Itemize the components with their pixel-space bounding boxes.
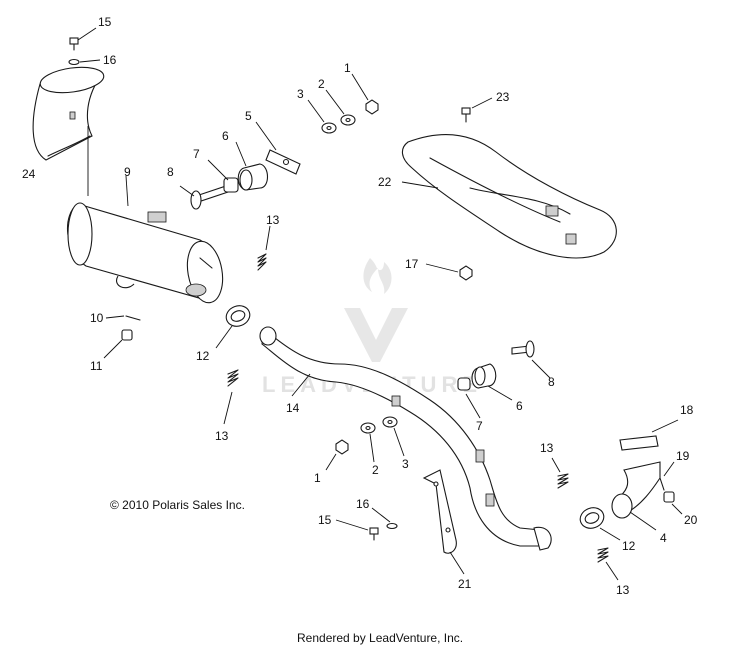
label-19: 19 (676, 449, 690, 463)
label-7-right: 7 (476, 419, 483, 433)
part-15-bolt-bottom (335, 519, 379, 541)
label-12-right: 12 (622, 539, 636, 553)
label-16-bottom: 16 (356, 497, 370, 511)
label-2-bottom: 2 (372, 463, 379, 477)
part-23-bolt (461, 97, 493, 123)
part-8-bolt-right (511, 340, 551, 379)
label-8: 8 (167, 165, 174, 179)
copyright-text: © 2010 Polaris Sales Inc. (110, 498, 245, 512)
part-3-washer-bottom (382, 416, 405, 457)
label-5: 5 (245, 109, 252, 123)
part-7-spacer-right (457, 377, 481, 419)
label-9: 9 (124, 165, 131, 179)
label-3-bottom: 3 (402, 457, 409, 471)
part-19-clip (659, 461, 675, 491)
part-3-washer-top (307, 99, 337, 134)
label-10: 10 (90, 311, 104, 325)
label-6: 6 (222, 129, 229, 143)
part-5-bracket (255, 121, 301, 175)
label-15-bottom: 15 (318, 513, 332, 527)
part-15-bolt-top (69, 27, 97, 51)
label-12-left: 12 (196, 349, 210, 363)
part-7-spacer-top (207, 159, 239, 193)
label-21: 21 (458, 577, 472, 591)
part-12-gasket-left (215, 305, 251, 349)
part-13-spring-top (257, 225, 271, 271)
part-8-bolt-top (179, 185, 229, 210)
part-13-spring-left (223, 369, 239, 425)
part-18-gasket (619, 419, 679, 451)
part-13-spring-mid (551, 457, 569, 489)
part-2-washer-top (325, 89, 356, 126)
label-1: 1 (344, 61, 351, 75)
label-16: 16 (103, 53, 117, 67)
part-13-spring-bottom (597, 547, 619, 581)
part-20-grommet (663, 491, 683, 515)
label-1-bottom: 1 (314, 471, 321, 485)
part-12-gasket-right (579, 507, 621, 541)
label-3: 3 (297, 87, 304, 101)
part-17-nut (425, 263, 473, 281)
label-20: 20 (684, 513, 698, 527)
label-6-right: 6 (516, 399, 523, 413)
label-4: 4 (660, 531, 667, 545)
label-13-bottom: 13 (616, 583, 630, 597)
part-4-elbow (611, 461, 661, 531)
label-2: 2 (318, 77, 325, 91)
label-8-right: 8 (548, 375, 555, 389)
label-18: 18 (680, 403, 694, 417)
label-13-top: 13 (266, 213, 280, 227)
label-24: 24 (22, 167, 36, 181)
part-14-head-pipe (259, 326, 552, 551)
part-1-nut-bottom (325, 439, 349, 471)
label-7: 7 (193, 147, 200, 161)
label-13-left: 13 (215, 429, 229, 443)
label-13-mid: 13 (540, 441, 554, 455)
part-16-washer-bottom (371, 507, 398, 530)
label-22: 22 (378, 175, 392, 189)
part-10-clip (105, 315, 141, 321)
part-22-heat-shield (401, 134, 617, 259)
part-2-washer-bottom (360, 422, 376, 463)
part-16-washer-top (68, 58, 101, 66)
part-21-shield-plate (422, 469, 465, 575)
label-15: 15 (98, 15, 112, 29)
part-6-grommet-top (235, 141, 269, 191)
label-14: 14 (286, 401, 300, 415)
label-23: 23 (496, 90, 510, 104)
label-11: 11 (90, 359, 103, 373)
part-9-muffler (67, 175, 224, 304)
footer-credit: Rendered by LeadVenture, Inc. (297, 631, 463, 645)
part-11-grommet (103, 329, 133, 359)
callout-labels: 15 16 24 9 8 7 6 5 3 2 1 23 22 13 17 10 … (22, 15, 698, 597)
part-6-grommet-right (471, 363, 513, 401)
part-1-nut-top (351, 73, 379, 115)
label-17: 17 (405, 257, 419, 271)
part-24-heat-shield (32, 66, 105, 196)
